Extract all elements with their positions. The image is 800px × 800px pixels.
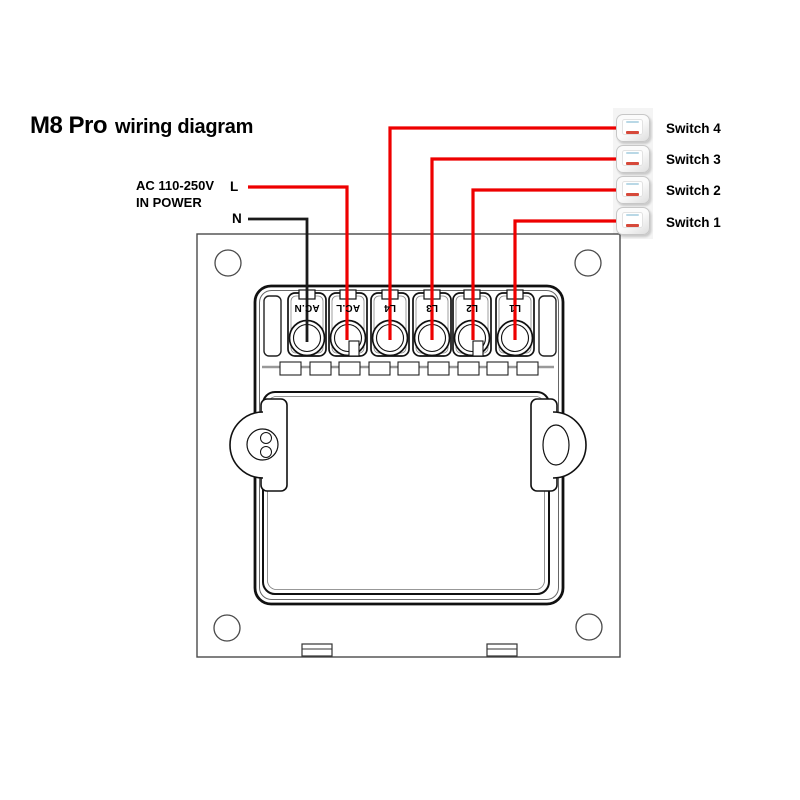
- ear-slot-hole: [260, 432, 272, 444]
- rocker-red-line: [626, 131, 639, 134]
- neutral-input-wire: [248, 217, 309, 342]
- rocker: [622, 212, 643, 228]
- live-label: L: [230, 179, 239, 194]
- vent-slot: [309, 361, 332, 376]
- switch-4-label: Switch 4: [666, 121, 721, 136]
- screw-hole-top-left: [214, 249, 242, 277]
- terminal-l4-label: L4: [383, 302, 397, 313]
- screw-hole-bottom-left: [213, 614, 241, 642]
- rocker-red-line: [626, 224, 639, 227]
- mounting-ear-right: [530, 398, 587, 492]
- switch-1-icon: [616, 207, 650, 235]
- terminal-l3-label: L3: [425, 302, 439, 313]
- module-body-bevel: [267, 396, 545, 590]
- title-suffix: wiring diagram: [115, 116, 254, 138]
- terminal-clamp: [348, 340, 360, 357]
- wire-l2-to-switch2: [471, 188, 618, 340]
- rocker-blue-line: [626, 182, 639, 185]
- terminal-l2-label: L2: [465, 302, 479, 313]
- module-body: [262, 391, 550, 595]
- rocker: [622, 119, 643, 135]
- wire-l3-to-switch3: [430, 157, 618, 340]
- rocker-red-line: [626, 193, 639, 196]
- terminal-ac-l-label: AC.L: [335, 302, 361, 313]
- rocker: [622, 181, 643, 197]
- rocker-blue-line: [626, 213, 639, 216]
- switch-1-label: Switch 1: [666, 215, 721, 230]
- live-input-wire: [248, 185, 349, 340]
- rocker: [622, 150, 643, 166]
- mounting-ear-left: [229, 398, 288, 492]
- wire-l4-to-switch4: [388, 126, 618, 340]
- screw-hole-bottom-right: [575, 613, 603, 641]
- switch-4-icon: [616, 114, 650, 142]
- power-input-label: AC 110-250V IN POWER: [136, 177, 214, 211]
- screw-hole-top-right: [574, 249, 602, 277]
- wire-l1-to-switch1: [513, 219, 618, 340]
- power-in: IN POWER: [136, 195, 202, 210]
- switch-2-icon: [616, 176, 650, 204]
- rocker-blue-line: [626, 151, 639, 154]
- page-title: M8 Pro wiring diagram: [30, 112, 253, 140]
- vent-slots: [279, 361, 539, 376]
- rocker-blue-line: [626, 120, 639, 123]
- power-voltage: AC 110-250V: [136, 178, 215, 193]
- rocker-red-line: [626, 162, 639, 165]
- ear-slot-hole: [260, 446, 272, 458]
- vent-slot: [338, 361, 361, 376]
- vent-slot: [516, 361, 539, 376]
- bottom-clip-left: [301, 643, 333, 657]
- terminal-clamp: [472, 340, 484, 357]
- vent-slot: [368, 361, 391, 376]
- vent-slot: [279, 361, 302, 376]
- vent-slot: [457, 361, 480, 376]
- wires: [248, 126, 618, 342]
- neutral-label: N: [232, 211, 242, 226]
- terminal-bracket-right: [538, 295, 557, 357]
- vent-slot: [486, 361, 509, 376]
- vent-slot: [397, 361, 420, 376]
- product-name: M8 Pro: [30, 112, 108, 139]
- switch-3-label: Switch 3: [666, 152, 721, 167]
- bottom-clip-right: [486, 643, 518, 657]
- switch-3-icon: [616, 145, 650, 173]
- terminal-l1-label: L1: [508, 302, 522, 313]
- vent-slot: [427, 361, 450, 376]
- terminal-bracket-left: [263, 295, 282, 357]
- switch-module: [229, 284, 587, 606]
- ear-slot: [542, 424, 570, 466]
- terminal-ac-n-label: AC.N: [294, 302, 320, 313]
- switch-2-label: Switch 2: [666, 183, 721, 198]
